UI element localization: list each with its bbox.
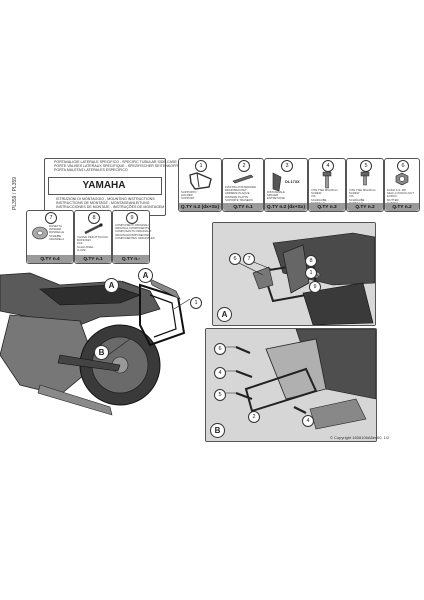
copyright-note: © Copyright 1608106A8es00, 1/2 — [330, 435, 390, 440]
part-qty: Q.TY n.- — [113, 255, 149, 263]
side-code: PL359 / PL359 — [12, 176, 18, 210]
callout-4-b: 4 — [214, 367, 226, 379]
brand-box — [48, 177, 162, 195]
part-number: 5 — [360, 160, 372, 172]
callout-a-main: A — [138, 268, 153, 283]
callout-7-a: 7 — [243, 253, 255, 265]
part-number: 9 — [126, 212, 138, 224]
spacer-icon — [272, 172, 282, 192]
rear-bracket-icon — [232, 174, 254, 184]
part-desc-4: VITE TSEI M6x30mmSCREWVISSCHRAUBETORNILL… — [311, 188, 338, 204]
callout-1-main: 1 — [190, 297, 202, 309]
callout-a-detail: A — [217, 307, 232, 322]
key-icon — [84, 223, 103, 235]
screw-icon — [322, 171, 332, 189]
part-number: 3 — [281, 160, 293, 172]
part-number: 2 — [238, 160, 250, 172]
part-qty: Q.TY n.1 — [223, 203, 263, 211]
nut-icon — [395, 172, 409, 186]
callout-a-main-2: A — [104, 278, 119, 293]
callout-b-main: B — [94, 345, 109, 360]
part-number: 7 — [45, 212, 57, 224]
part-number: 6 — [397, 160, 409, 172]
instruction-line-2: INSTRUCTIONS DE MONTAGE - MONTAGEANLEITU… — [56, 201, 150, 205]
part-qty: Q.TY n.2 (dx+Sx) — [265, 203, 307, 211]
part-qty: Q.TY n.1 — [75, 255, 111, 263]
instruction-line-1: ISTRUZIONI DI MONTAGGIO - MOUNTING INSTR… — [56, 197, 155, 201]
part-number: 8 — [88, 212, 100, 224]
brand-name: YAMAHA — [82, 179, 126, 191]
part-qty: Q.TY n.3 — [309, 203, 345, 211]
part-desc-5: VITE TSEI M6x20mmSCREWVISSCHRAUBETORNILL… — [349, 188, 376, 204]
callout-4-b-2: 4 — [302, 415, 314, 427]
callout-6-b: 6 — [214, 343, 226, 355]
callout-b-detail: B — [210, 423, 225, 438]
callout-1-a: 1 — [305, 267, 317, 279]
part-qty: Q.TY n.4 — [27, 255, 73, 263]
detail-a-illustration — [213, 223, 375, 325]
callout-2-b: 2 — [248, 411, 260, 423]
header-line-1: PORTAVALIGIE LATERALE SPECIFICO - SPECIF… — [54, 160, 193, 164]
callout-6-a: 6 — [229, 253, 241, 265]
part-code: DL173X — [285, 179, 300, 184]
screw-icon — [360, 171, 370, 186]
instruction-line-3: INSTRUCCIONES DE MONTAJE - INSTRUÇÕES DE… — [56, 205, 165, 209]
washer-icon — [32, 226, 48, 240]
callout-8-a: 8 — [305, 255, 317, 267]
part-qty: Q.TY n.2 (dx+Sx) — [179, 203, 221, 211]
part-number: 4 — [322, 160, 334, 172]
header-line-3: PORTA MALETAS LATERALES ESPECIFICO — [54, 168, 128, 172]
callout-9-a: 9 — [309, 281, 321, 293]
callout-5-b: 5 — [214, 389, 226, 401]
part-qty: Q.TY n.2 — [385, 203, 419, 211]
header-line-2: PORTE VALISES LATERAUX SPECIFIQUE - SPEZ… — [54, 164, 198, 168]
detail-b-illustration — [206, 329, 376, 441]
tubular-holder-icon — [189, 172, 212, 190]
part-card-5: 5 VITE TSEI M6x20mmSCREWVISSCHRAUBETORNI… — [346, 158, 384, 212]
part-qty: Q.TY n.2 — [347, 203, 383, 211]
detail-b-frame: 6 4 5 2 4 B — [205, 328, 377, 442]
part-number: 1 — [195, 160, 207, 172]
part-card-4: 4 VITE TSEI M6x30mmSCREWVISSCHRAUBETORNI… — [308, 158, 346, 212]
title-block — [44, 158, 166, 216]
detail-a-frame: 6 7 8 1 9 A — [212, 222, 376, 326]
